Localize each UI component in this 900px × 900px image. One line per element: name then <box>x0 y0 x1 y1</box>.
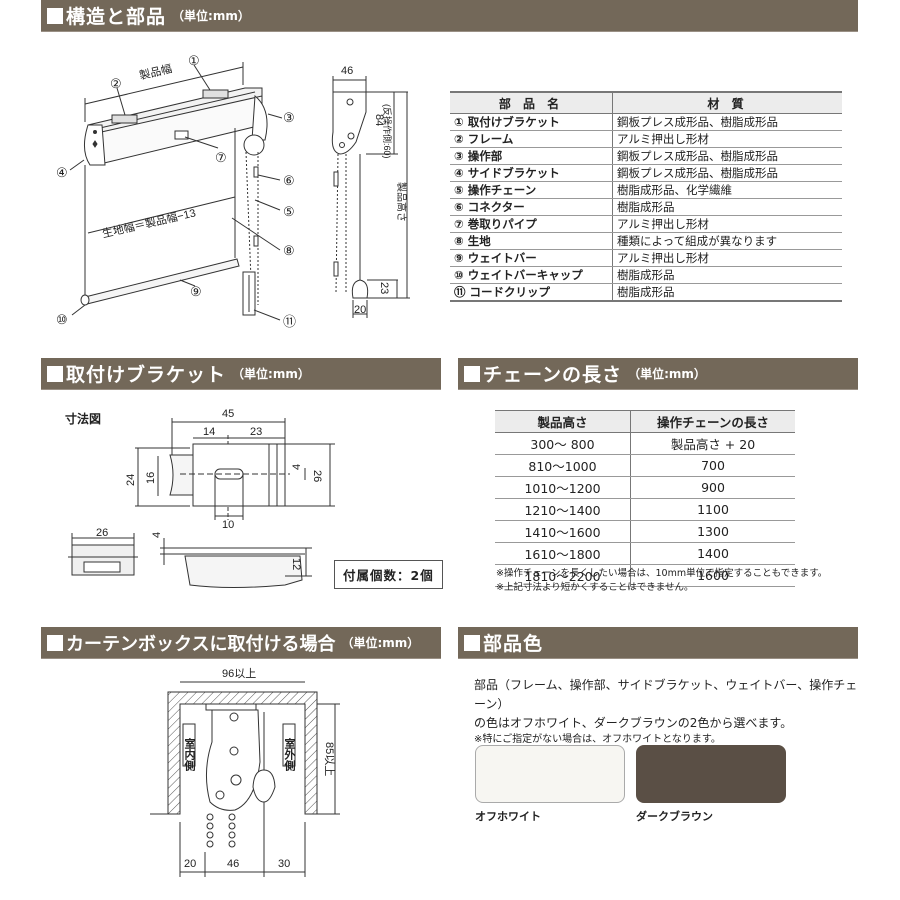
svg-text:96以上: 96以上 <box>222 667 256 680</box>
swatch-label-off-white: オフホワイト <box>475 810 541 823</box>
svg-text:⑩: ⑩ <box>56 312 68 327</box>
table-row: ⑦ 巻取りパイプアルミ押出し形材 <box>450 215 842 233</box>
parts-table: 部 品 名 材 質 ① 取付けブラケット鋼板プレス成形品、樹脂成形品 ② フレー… <box>450 91 842 302</box>
swatch-label-dark-brown: ダークブラウン <box>636 810 713 823</box>
section-header-chain: チェーンの長さ （単位:mm） <box>458 358 858 390</box>
column-header-material: 材 質 <box>612 91 842 114</box>
svg-text:14: 14 <box>203 426 215 438</box>
parts-color-description: 部品（フレーム、操作部、サイドブラケット、ウェイトバー、操作チェーン） の色はオ… <box>474 676 864 747</box>
square-bullet-icon <box>47 365 63 382</box>
svg-text:20: 20 <box>354 304 366 316</box>
svg-text:46: 46 <box>341 65 353 77</box>
svg-text:16: 16 <box>145 472 157 484</box>
svg-text:生地幅＝製品幅−13: 生地幅＝製品幅−13 <box>101 205 197 240</box>
svg-text:45: 45 <box>222 408 234 420</box>
svg-text:室外側: 室外側 <box>283 737 297 772</box>
table-row: ⑨ ウェイトバーアルミ押出し形材 <box>450 249 842 267</box>
column-header-part-name: 部 品 名 <box>450 91 613 114</box>
svg-text:26: 26 <box>96 527 108 539</box>
square-bullet-icon <box>464 365 480 382</box>
svg-text:12: 12 <box>290 558 302 570</box>
svg-text:30: 30 <box>278 858 290 870</box>
table-row: ⑤ 操作チェーン樹脂成形品、化学繊維 <box>450 181 842 199</box>
table-row: ③ 操作部鋼板プレス成形品、樹脂成形品 <box>450 147 842 165</box>
svg-text:室内側: 室内側 <box>183 737 197 772</box>
column-header-product-height: 製品高さ <box>495 410 631 433</box>
svg-text:①: ① <box>188 53 200 68</box>
chain-note-2: ※上記寸法より短かくすることはできません。 <box>496 582 694 593</box>
svg-text:20: 20 <box>184 858 196 870</box>
section-header-curtain-box: カーテンボックスに取付ける場合 （単位:mm） <box>41 627 441 659</box>
table-row: ① 取付けブラケット鋼板プレス成形品、樹脂成形品 <box>450 113 842 131</box>
svg-text:⑥: ⑥ <box>283 173 295 188</box>
svg-text:23: 23 <box>378 282 390 294</box>
square-bullet-icon <box>47 7 63 24</box>
svg-text:(反操作側:60): (反操作側:60) <box>382 104 393 159</box>
parts-color-note: ※特にご指定がない場合は、オフホワイトとなります。 <box>474 734 721 745</box>
square-bullet-icon <box>464 634 480 651</box>
section-title: 構造と部品 <box>66 6 167 28</box>
table-row: ② フレームアルミ押出し形材 <box>450 130 842 148</box>
svg-text:④: ④ <box>56 165 68 180</box>
svg-text:製品幅: 製品幅 <box>138 61 173 82</box>
svg-text:②: ② <box>110 76 122 91</box>
chain-notes: ※操作チェーンを長くしたい場合は、10mm単位で指定することもできます。 ※上記… <box>496 567 827 595</box>
svg-text:⑨: ⑨ <box>190 284 202 299</box>
column-header-chain-length: 操作チェーンの長さ <box>630 410 795 433</box>
attached-quantity-label: 付属個数：2個 <box>334 560 443 589</box>
svg-text:46: 46 <box>227 858 239 870</box>
section-header-parts-color: 部品色 <box>458 627 858 659</box>
table-row: ⑪ コードクリップ樹脂成形品 <box>450 283 842 302</box>
section-header-structure: 構造と部品 （単位:mm） <box>41 0 858 32</box>
svg-text:24: 24 <box>125 474 137 486</box>
svg-text:10: 10 <box>222 519 234 531</box>
svg-text:23: 23 <box>250 426 262 438</box>
table-row: ④ サイドブラケット鋼板プレス成形品、樹脂成形品 <box>450 164 842 182</box>
swatch-dark-brown <box>636 745 786 803</box>
table-row: ⑩ ウェイトバーキャップ樹脂成形品 <box>450 266 842 284</box>
svg-text:85以上: 85以上 <box>323 742 336 776</box>
bracket-dimension-diagram: 45 14 23 24 16 4 26 10 26 4 12 <box>68 408 335 588</box>
table-header-row: 部 品 名 材 質 <box>450 91 842 114</box>
svg-text:⑪: ⑪ <box>283 314 296 329</box>
svg-text:⑦: ⑦ <box>215 150 227 165</box>
dimension-diagram-label: 寸法図 <box>65 412 102 426</box>
section-unit: （単位:mm） <box>172 9 250 23</box>
svg-text:26: 26 <box>311 470 323 482</box>
svg-text:⑤: ⑤ <box>283 204 295 219</box>
table-row: ⑥ コネクター樹脂成形品 <box>450 198 842 216</box>
operation-unit-side-diagram: 46 84 (反操作側:60) 製品高さ 23 20 <box>331 65 410 318</box>
svg-text:4: 4 <box>151 532 163 538</box>
svg-text:⑧: ⑧ <box>283 243 295 258</box>
svg-text:製品高さ: 製品高さ <box>395 182 408 222</box>
swatch-off-white <box>475 745 625 803</box>
curtain-box-diagram: 96以上 85以上 20 46 30 室内側 室外側 <box>150 667 340 877</box>
square-bullet-icon <box>47 634 63 651</box>
section-header-bracket: 取付けブラケット （単位:mm） <box>41 358 441 390</box>
table-header-row: 製品高さ 操作チェーンの長さ <box>495 410 795 433</box>
table-row: ⑧ 生地種類によって組成が異なります <box>450 232 842 250</box>
roller-blind-structure-diagram: 製品幅 生地幅＝製品幅−13 ① ② ③ ④ ⑤ ⑥ ⑦ ⑧ ⑨ ⑩ ⑪ <box>56 53 296 329</box>
svg-text:4: 4 <box>291 464 303 470</box>
svg-text:84: 84 <box>373 114 385 126</box>
chain-note-1: ※操作チェーンを長くしたい場合は、10mm単位で指定することもできます。 <box>496 568 828 579</box>
svg-text:③: ③ <box>283 110 295 125</box>
